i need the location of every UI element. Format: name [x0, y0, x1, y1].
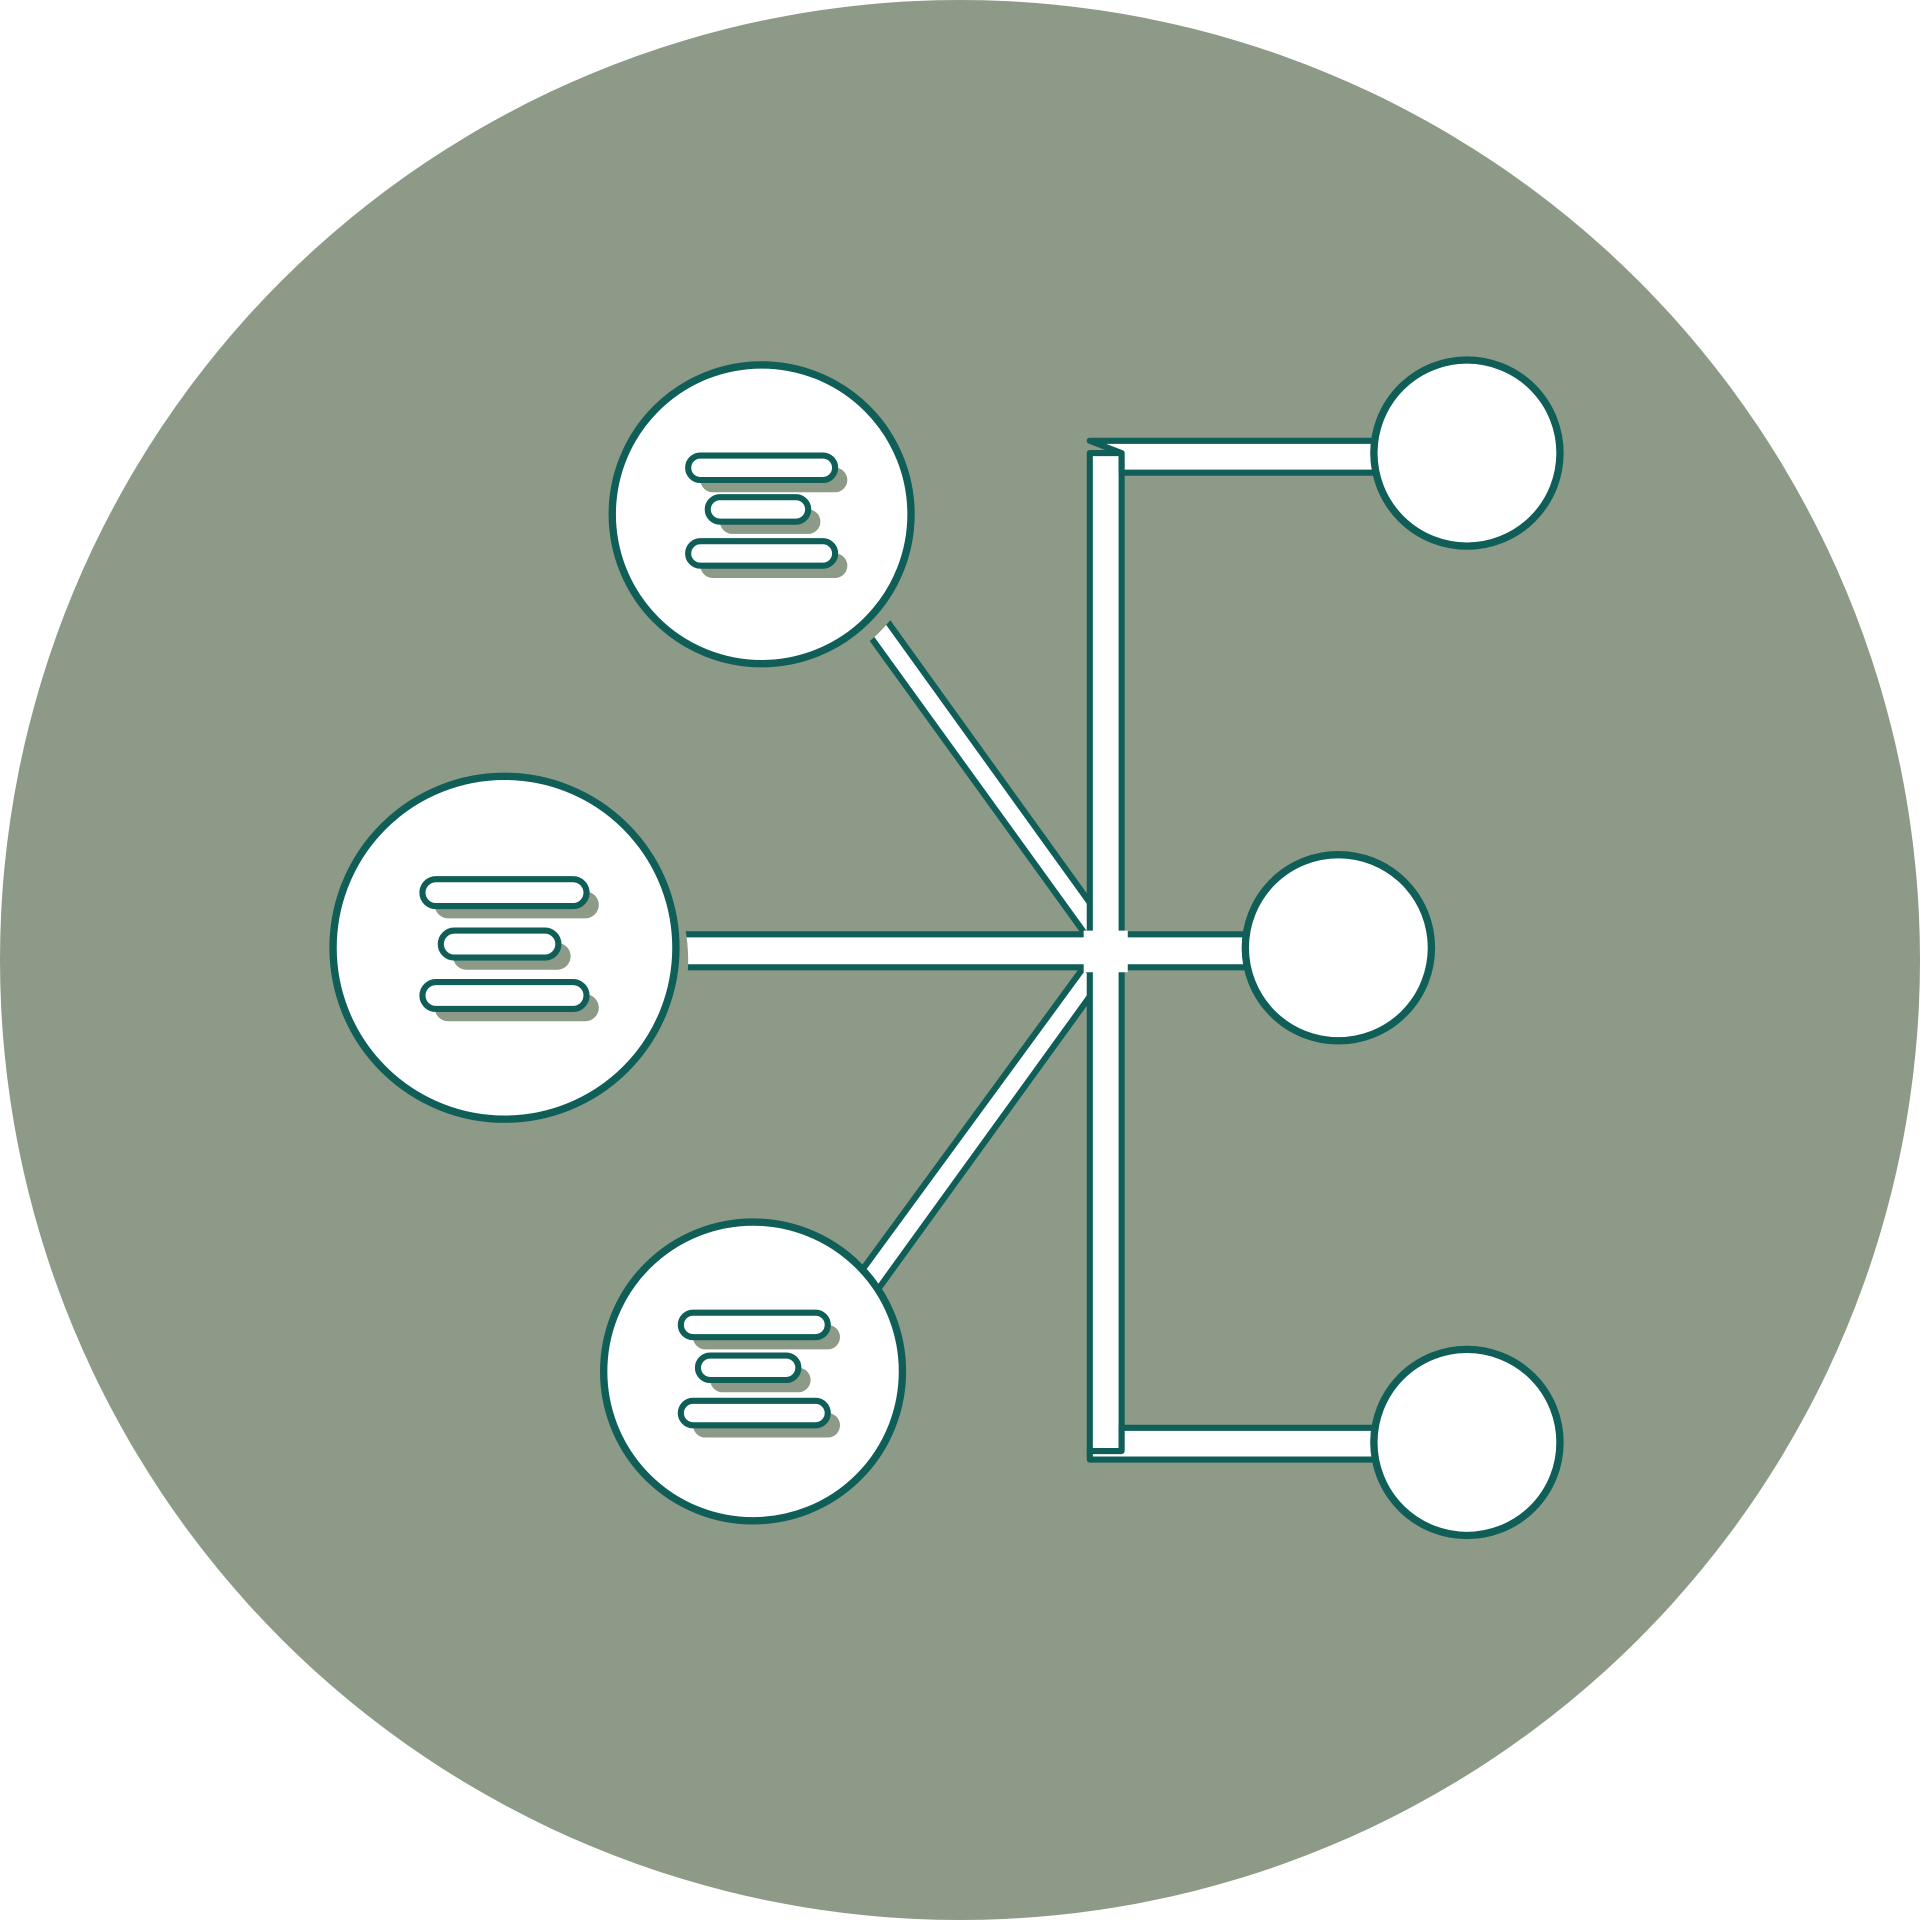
connector-middle-left	[670, 931, 1093, 971]
text-lines-icon	[685, 452, 848, 578]
connector-top-right	[1086, 437, 1381, 476]
right-node-bottom	[1370, 1345, 1575, 1551]
connector-lines	[670, 437, 1381, 1463]
text-lines-icon	[677, 1309, 840, 1438]
left-node-middle	[329, 772, 689, 1132]
right-node-middle	[1241, 851, 1447, 1056]
connector-middle-right	[1118, 931, 1253, 971]
right-node-top	[1370, 356, 1575, 561]
left-node-bottom	[600, 1218, 915, 1534]
hub-joint	[1083, 930, 1128, 973]
left-node-top	[608, 361, 924, 676]
connector-bottom-right	[1086, 1424, 1381, 1463]
text-lines-icon	[419, 876, 599, 1022]
